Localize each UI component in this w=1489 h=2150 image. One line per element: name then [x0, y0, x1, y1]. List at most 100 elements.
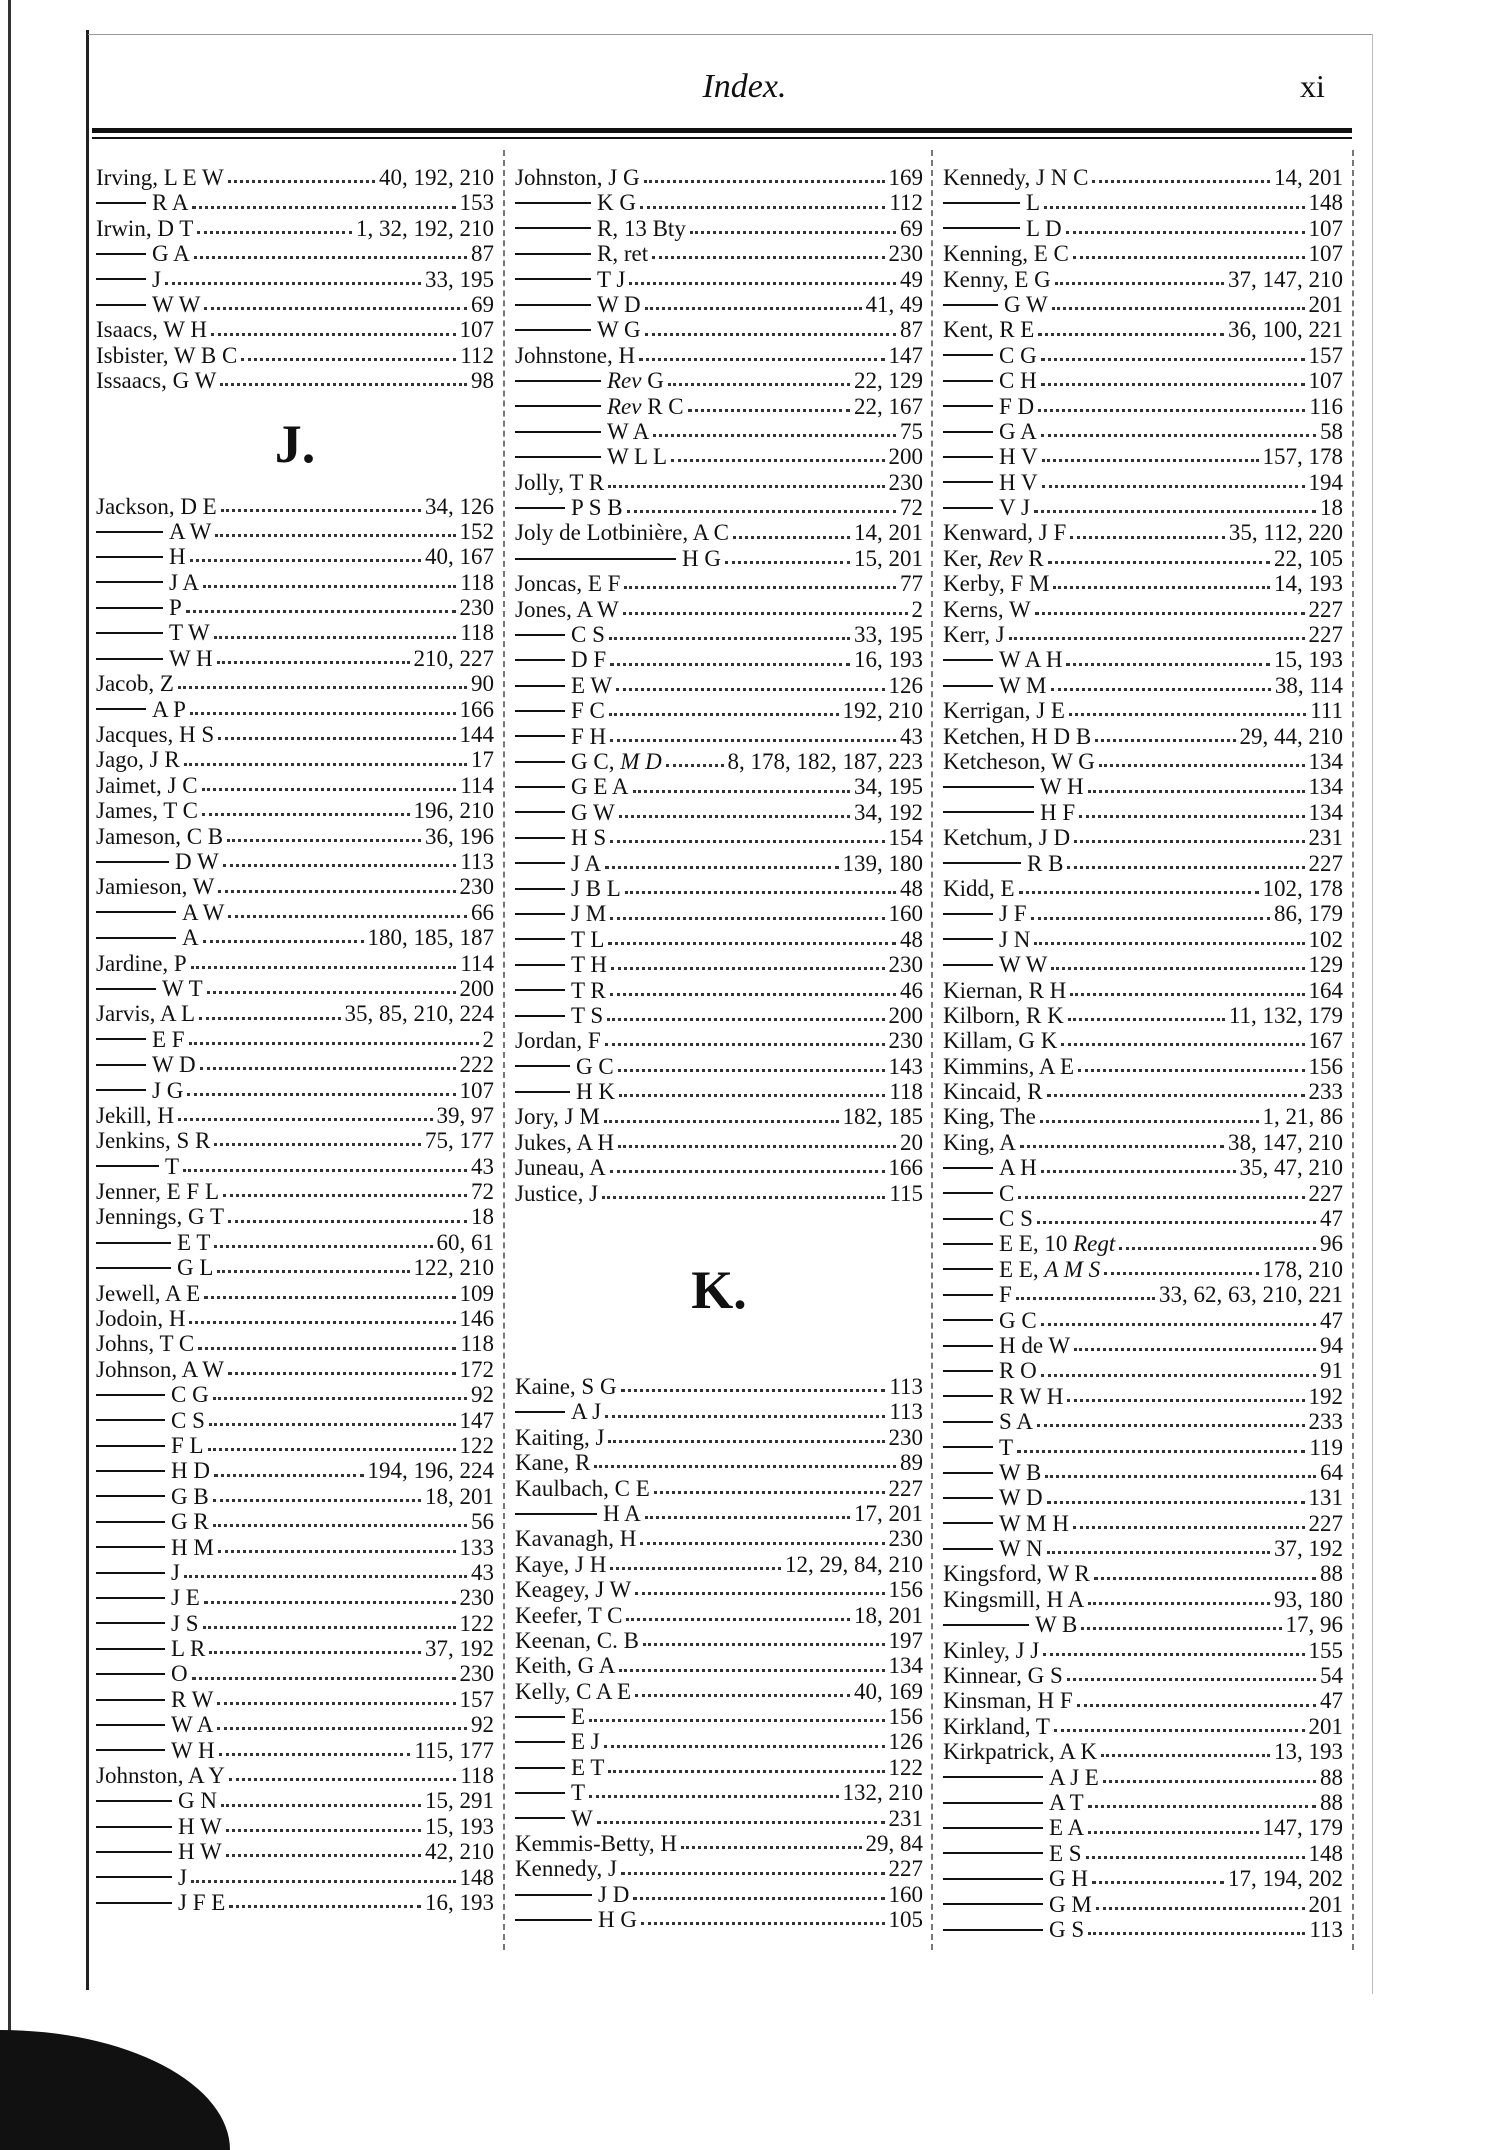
page-references: 230	[459, 874, 495, 900]
ditto-dash	[515, 557, 676, 560]
page-references: 88	[1320, 1764, 1343, 1790]
ditto-dash	[96, 1089, 146, 1092]
dot-leader	[635, 1693, 850, 1697]
page-references: 166	[888, 1155, 924, 1181]
dot-leader	[203, 1600, 456, 1604]
page-references: 192	[1308, 1383, 1344, 1409]
dot-leader	[589, 1795, 839, 1799]
entry-name: E J	[571, 1729, 600, 1754]
entry-name-text: W B	[1035, 1612, 1078, 1638]
page-references: 109	[459, 1280, 495, 1306]
entry-name-text: Kaye, J H	[515, 1551, 607, 1577]
entry-name: W M H	[999, 1511, 1069, 1536]
entry-name-text: W A	[607, 418, 650, 444]
entry-name-text: Kavanagh, H	[515, 1526, 637, 1552]
page-references: 164	[1308, 977, 1344, 1003]
entry-name: C S	[999, 1206, 1033, 1231]
page-references: 230	[888, 469, 924, 495]
entry-name-text: H F	[1040, 799, 1076, 825]
entry-name: H D	[171, 1458, 210, 1483]
dot-leader	[227, 180, 375, 184]
page-frame-right	[1372, 34, 1373, 1994]
page-references: 131	[1308, 1485, 1344, 1511]
entry-name-text: H de W	[999, 1332, 1071, 1358]
entry-name: W D	[597, 292, 641, 317]
page-references: 157, 178	[1262, 444, 1344, 470]
page-references: 64	[1320, 1459, 1343, 1485]
page-references: 118	[460, 569, 494, 595]
entry-name-text: G E A	[571, 774, 629, 800]
ditto-dash	[515, 455, 601, 458]
page-references: 42, 210	[425, 1839, 494, 1865]
entry-name-text: C G	[999, 342, 1037, 368]
entry-name: E T	[177, 1230, 210, 1255]
entry-name-text: Jodoin, H	[96, 1306, 186, 1332]
entry-name: Jenkins, S R	[96, 1128, 210, 1153]
ditto-dash	[515, 1817, 565, 1820]
entry-name: G W	[571, 800, 615, 825]
dot-leader	[1047, 561, 1270, 565]
dot-leader	[1033, 510, 1316, 514]
entry-name: Jacob, Z	[96, 671, 174, 696]
page-references: 134	[1308, 774, 1344, 800]
entry-name: T J	[597, 267, 625, 292]
dot-leader	[1044, 205, 1305, 209]
dot-leader	[624, 586, 896, 590]
ditto-dash	[943, 227, 1020, 230]
dot-leader	[1017, 1449, 1306, 1453]
ditto-dash	[515, 1014, 565, 1017]
entry-name: J A	[571, 851, 601, 876]
entry-name: Kincaid, R	[943, 1079, 1043, 1104]
entry-name-text: W M H	[999, 1510, 1069, 1536]
entry-name: Kerr, J	[943, 622, 1005, 647]
entry-name: T L	[571, 927, 604, 952]
entry-name-text: T R	[571, 977, 606, 1003]
entry-name: E E, 10 Regt	[999, 1231, 1115, 1256]
dot-leader	[202, 1625, 456, 1629]
page-references: 14, 201	[1274, 165, 1343, 190]
entry-name: J E	[171, 1585, 200, 1610]
page-references: 139, 180	[842, 850, 924, 876]
dot-leader	[1095, 1906, 1305, 1910]
page-references: 122	[888, 1754, 924, 1780]
entry-name: G C	[576, 1054, 614, 1079]
page-references: 56	[471, 1509, 494, 1535]
entry-name-text: Johns, T C	[96, 1331, 195, 1357]
entry-name: E	[571, 1704, 585, 1729]
page-references: 86, 179	[1274, 901, 1343, 927]
dot-leader	[185, 610, 456, 614]
dot-leader	[189, 1321, 456, 1325]
page-references: 36, 196	[425, 823, 494, 849]
dot-leader	[608, 1439, 885, 1443]
page-references: 119	[1309, 1434, 1343, 1460]
ditto-dash	[515, 1090, 570, 1093]
page-references: 22, 105	[1274, 545, 1343, 571]
